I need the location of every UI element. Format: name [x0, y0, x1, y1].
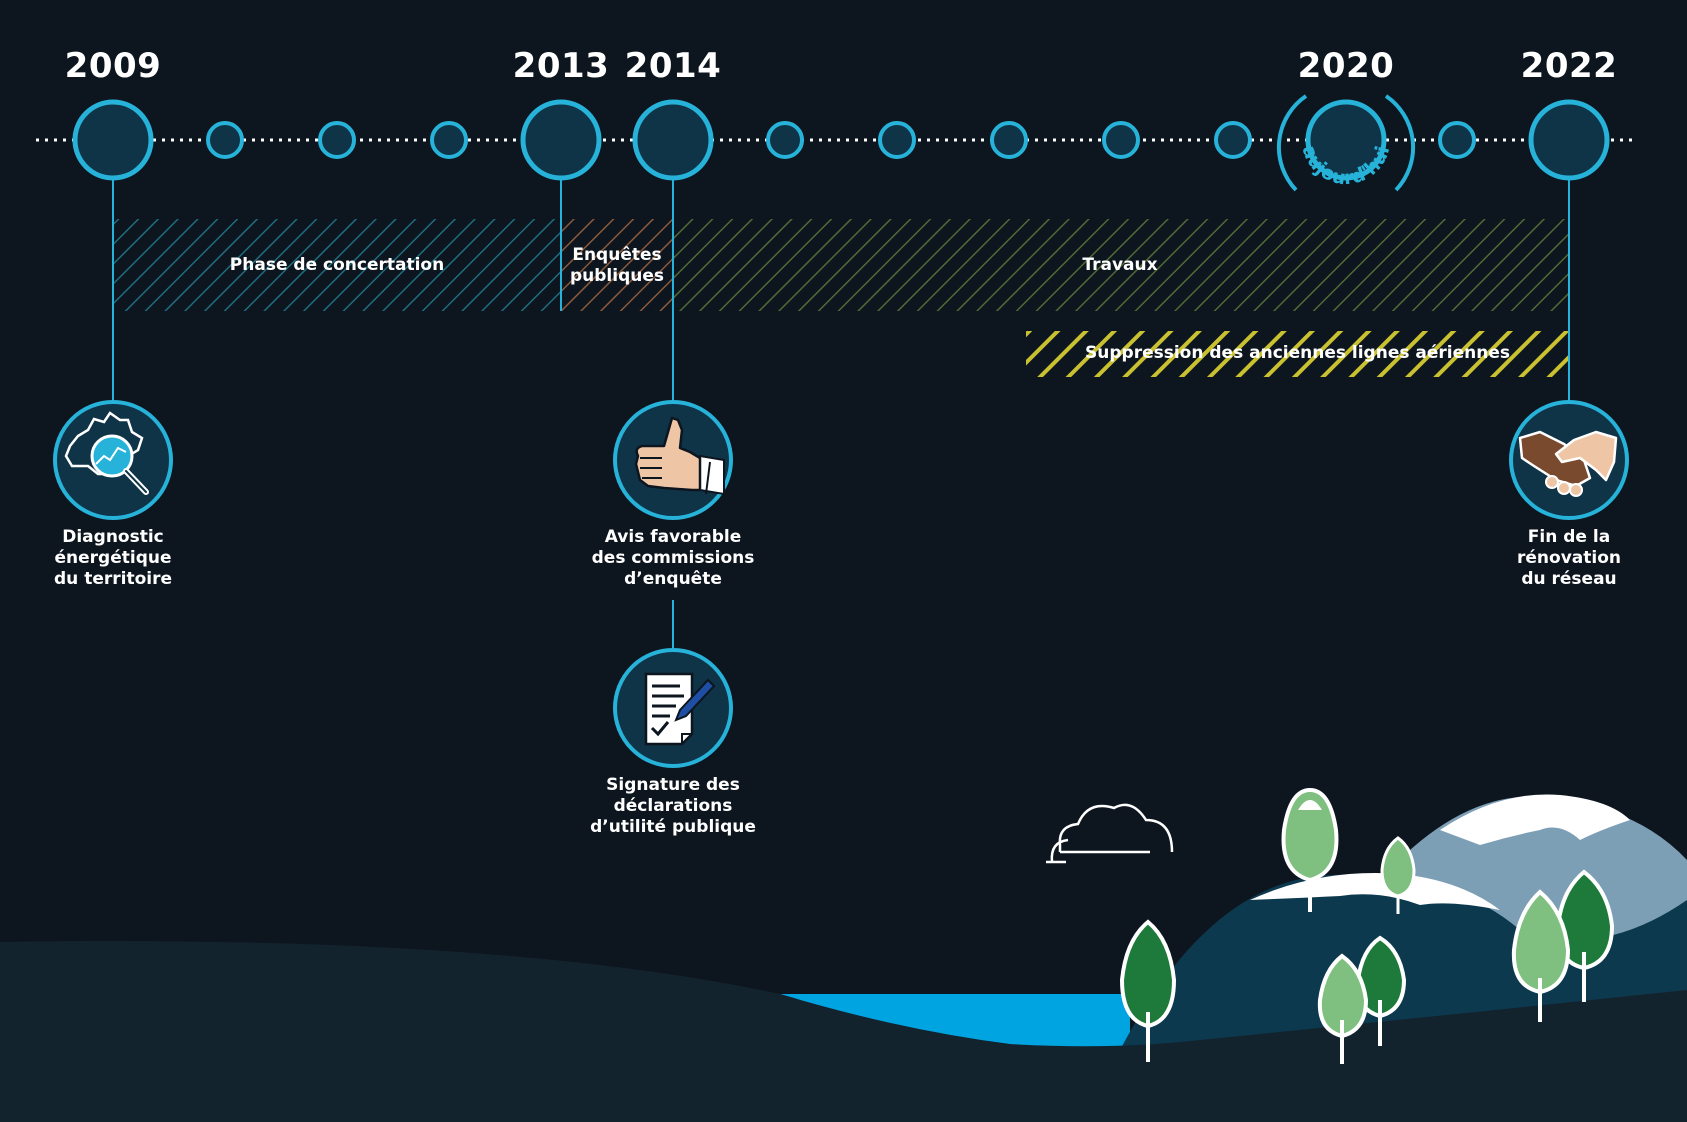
snow-cap-left: [1250, 873, 1500, 910]
label-line: des commissions: [591, 548, 755, 568]
ground: [0, 941, 1687, 1122]
label-line: du territoire: [54, 569, 172, 589]
minor-node: [318, 121, 356, 159]
label-line: du réseau: [1521, 569, 1617, 589]
signed-document-icon: [644, 672, 716, 746]
handshake-icon: [1518, 430, 1618, 497]
milestone-fin-label: Fin de la rénovation du réseau: [1459, 527, 1679, 590]
phase-travaux-label: Travaux: [1082, 255, 1158, 275]
landscape: [0, 787, 1687, 1122]
milestone-diagnostic-label: Diagnostic énergétique du territoire: [3, 527, 223, 590]
today-ring: [1276, 94, 1416, 192]
snow-cap-right: [1440, 794, 1630, 845]
year-2009: 2009: [64, 46, 162, 86]
minor-node: [430, 121, 468, 159]
label-line: déclarations: [613, 796, 733, 816]
water: [780, 994, 1130, 1050]
label-line: d’utilité publique: [590, 817, 756, 837]
phase-concertation-label: Phase de concertation: [229, 255, 445, 275]
milestone-avis-label: Avis favorable des commissions d’enquête: [563, 527, 783, 590]
tree-icon: [1380, 836, 1416, 914]
phase-enquetes-bar: [561, 219, 673, 311]
icon-avis: [613, 400, 733, 520]
year-2022: 2022: [1520, 46, 1618, 86]
node-2013: [520, 99, 602, 181]
minor-node: [990, 121, 1028, 159]
node-2014: [632, 99, 714, 181]
cloud-icon: [1046, 803, 1174, 864]
tree-icon: [1281, 787, 1339, 912]
minor-node: [766, 121, 804, 159]
label-line: Diagnostic: [62, 527, 164, 547]
phase-suppression-bar: [1026, 331, 1569, 377]
trees: [1119, 787, 1615, 1064]
milestone-signature-label: Signature des déclarations d’utilité pub…: [563, 775, 783, 838]
icon-diagnostic: [53, 400, 173, 520]
thumbs-up-icon: [634, 416, 725, 496]
icon-fin: [1509, 400, 1629, 520]
minor-node: [206, 121, 244, 159]
phase-concertation-bar: [113, 219, 561, 311]
phase-enquetes-line: Enquêtes: [572, 245, 662, 265]
label-line: d’enquête: [624, 569, 722, 589]
node-2022: [1528, 99, 1610, 181]
tree-icon: [1355, 935, 1407, 1046]
phase-travaux-bar: [673, 219, 1569, 311]
tree-icon: [1317, 953, 1369, 1064]
minor-nodes: [206, 121, 1476, 159]
node-2009: [72, 99, 154, 181]
label-line: Signature des: [606, 775, 740, 795]
year-2013: 2013: [512, 46, 610, 86]
icon-signature: [613, 648, 733, 768]
minor-node: [1438, 121, 1476, 159]
label-line: Avis favorable: [604, 527, 742, 547]
minor-node: [1102, 121, 1140, 159]
label-line: énergétique: [54, 548, 172, 568]
node-2020: [1305, 99, 1387, 181]
year-2014: 2014: [624, 46, 722, 86]
tree-icon: [1511, 889, 1571, 1022]
year-2020: 2020: [1297, 46, 1395, 86]
label-line: rénovation: [1517, 548, 1621, 568]
phase-suppression-label: Suppression des anciennes lignes aérienn…: [1085, 343, 1510, 363]
phase-enquetes-line: publiques: [569, 266, 664, 286]
minor-node: [878, 121, 916, 159]
phase-enquetes-label: Enquêtes publiques: [561, 245, 673, 287]
map-outline-icon: [64, 411, 144, 476]
tree-icon: [1555, 869, 1615, 1002]
minor-node: [1214, 121, 1252, 159]
tree-icon: [1119, 919, 1177, 1062]
label-line: Fin de la: [1527, 527, 1611, 547]
